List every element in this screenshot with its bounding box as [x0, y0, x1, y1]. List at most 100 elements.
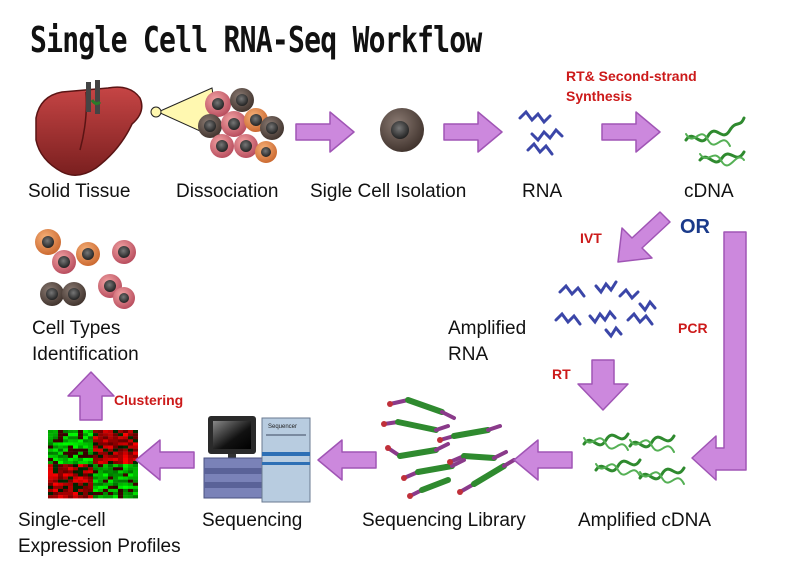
heatmap-cell — [78, 433, 83, 437]
method-rt-second-strand-line2: Synthesis — [566, 88, 633, 104]
heatmap-cell — [113, 448, 118, 452]
heatmap-cell — [98, 495, 103, 499]
heatmap-cell — [53, 457, 58, 462]
heatmap-cell — [53, 479, 58, 483]
heatmap-cell — [48, 442, 53, 446]
heatmap-cell — [78, 488, 83, 493]
heatmap-cell — [103, 448, 108, 452]
heatmap-cell — [103, 464, 108, 468]
heatmap-cell — [88, 461, 93, 465]
heatmap-cell — [73, 454, 78, 459]
heatmap-cell — [68, 495, 73, 499]
heatmap-cell — [108, 492, 113, 496]
heatmap-cell — [83, 488, 88, 493]
page-title: Single Cell RNA-Seq Workflow — [30, 20, 482, 61]
heatmap-cell — [93, 457, 98, 462]
heatmap-cell — [118, 482, 123, 486]
heatmap-cell — [63, 492, 68, 496]
heatmap-cell — [88, 436, 93, 440]
heatmap-cell — [123, 457, 128, 462]
heatmap-cell — [123, 448, 128, 452]
heatmap-cell — [58, 454, 63, 459]
heatmap-cell — [108, 445, 113, 449]
heatmap-cell — [48, 433, 53, 437]
heatmap-cell — [98, 482, 103, 486]
heatmap-cell — [118, 439, 123, 443]
heatmap-cell — [78, 464, 83, 468]
liver-icon — [35, 80, 143, 176]
heatmap-cell — [123, 479, 128, 483]
cell-types-icon — [35, 229, 136, 309]
heatmap-cell — [88, 464, 93, 468]
label-amplified-cdna: Amplified cDNA — [578, 510, 712, 531]
heatmap-cell — [88, 492, 93, 496]
heatmap-cell — [118, 464, 123, 468]
heatmap-cell — [93, 485, 98, 490]
heatmap-cell — [83, 448, 88, 452]
heatmap-cell — [73, 457, 78, 462]
heatmap-cell — [58, 473, 63, 477]
heatmap-cell — [133, 451, 138, 455]
arrow-clustering — [67, 371, 115, 421]
heatmap-cell — [53, 470, 58, 474]
heatmap-cell — [113, 495, 118, 499]
heatmap-cell — [128, 442, 133, 446]
heatmap-cell — [93, 473, 98, 477]
heatmap-cell — [53, 436, 58, 440]
heatmap-cell — [83, 464, 88, 468]
heatmap-cell — [88, 488, 93, 493]
heatmap-cell — [78, 451, 83, 455]
heatmap-cell — [63, 454, 68, 459]
heatmap-cell — [48, 448, 53, 452]
heatmap-cell — [68, 433, 73, 437]
heatmap-cell — [98, 470, 103, 474]
heatmap-cell — [73, 476, 78, 480]
label-cell-types-line2: Identification — [32, 344, 139, 365]
heatmap-cell — [98, 451, 103, 455]
arrow-library-to-sequencing — [317, 439, 377, 481]
heatmap-cell — [113, 485, 118, 490]
sequencer-icon: Sequencer — [203, 416, 311, 503]
heatmap-cell — [113, 492, 118, 496]
heatmap-cell — [68, 479, 73, 483]
heatmap-cell — [58, 464, 63, 468]
heatmap-cell — [78, 470, 83, 474]
heatmap-cell — [58, 467, 63, 471]
heatmap-cell — [133, 454, 138, 459]
heatmap-cell — [53, 445, 58, 449]
heatmap-cell — [73, 482, 78, 486]
label-rna: RNA — [522, 181, 563, 202]
heatmap-cell — [48, 470, 53, 474]
heatmap-cell — [98, 430, 103, 434]
sequencer-label: Sequencer — [268, 424, 297, 430]
heatmap-cell — [63, 495, 68, 499]
heatmap-cell — [53, 448, 58, 452]
heatmap-cell — [63, 479, 68, 483]
heatmap-cell — [83, 470, 88, 474]
heatmap-cell — [118, 485, 123, 490]
heatmap-cell — [48, 439, 53, 443]
heatmap-cell — [118, 492, 123, 496]
heatmap-cell — [123, 464, 128, 468]
heatmap-cell — [98, 488, 103, 493]
heatmap-cell — [88, 473, 93, 477]
heatmap-cell — [133, 467, 138, 471]
heatmap-cell — [78, 461, 83, 465]
rna-icon — [518, 109, 564, 156]
arrow-sequencing-to-profiles — [135, 439, 195, 481]
heatmap-cell — [53, 439, 58, 443]
heatmap-cell — [103, 439, 108, 443]
heatmap-cell — [103, 470, 108, 474]
heatmap-cell — [133, 495, 138, 499]
heatmap-cell — [113, 479, 118, 483]
heatmap-cell — [123, 467, 128, 471]
heatmap-cell — [48, 476, 53, 480]
heatmap-cell — [78, 445, 83, 449]
heatmap-cell — [68, 430, 73, 434]
heatmap-cell — [93, 482, 98, 486]
heatmap-cell — [123, 461, 128, 465]
heatmap-cell — [113, 457, 118, 462]
heatmap-cell — [78, 430, 83, 434]
method-pcr: PCR — [678, 320, 708, 336]
heatmap-cell — [68, 439, 73, 443]
